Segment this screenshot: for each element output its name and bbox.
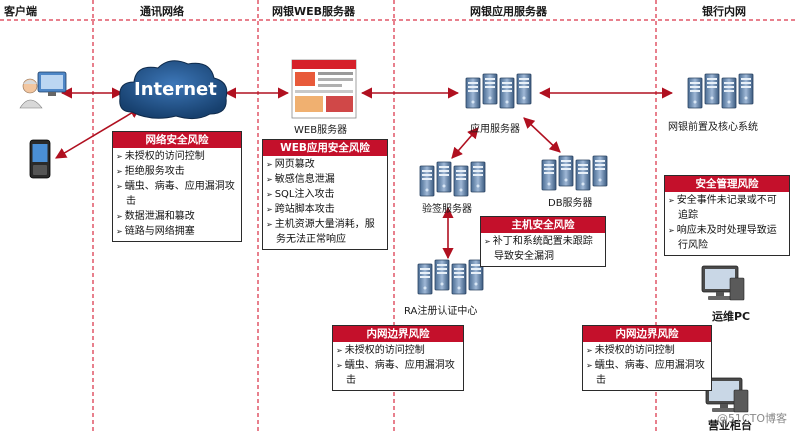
risk-item: 敏感信息泄漏: [266, 172, 384, 187]
risk-item: 响应未及时处理导致运行风险: [668, 223, 786, 253]
risk-item: 蠕虫、病毒、应用漏洞攻击: [336, 358, 460, 388]
risk-box-boundary-1: 内网边界风险 未授权的访问控制 蠕虫、病毒、应用漏洞攻击: [332, 325, 464, 391]
risk-title-network: 网络安全风险: [113, 132, 241, 148]
risk-item: 拒绝服务攻击: [116, 164, 238, 179]
app-server-label: 应用服务器: [470, 124, 520, 135]
core-system-label: 网银前置及核心系统: [668, 122, 758, 133]
risk-item: SQL注入攻击: [266, 187, 384, 202]
risk-item: 链路与网络拥塞: [116, 224, 238, 239]
teller-label: 营业柜台: [708, 419, 752, 432]
risk-item: 未授权的访问控制: [586, 343, 708, 358]
web-server-icon: [291, 59, 357, 119]
risk-item: 主机资源大量消耗，服务无法正常响应: [266, 217, 384, 247]
risk-title-boundary-1: 内网边界风险: [333, 326, 463, 342]
mobile-phone-icon: [29, 139, 51, 179]
risk-title-web: WEB应用安全风险: [263, 140, 387, 156]
column-title-client: 客户端: [4, 5, 37, 18]
core-system-icon: [687, 73, 754, 109]
internet-label: Internet: [134, 79, 217, 100]
risk-item: 蠕虫、病毒、应用漏洞攻击: [586, 358, 708, 388]
ops-pc-label: 运维PC: [712, 310, 751, 323]
risk-title-host: 主机安全风险: [481, 217, 605, 233]
connections: [55, 87, 674, 260]
ops-pc-icon: [701, 265, 745, 301]
risk-box-mgmt: 安全管理风险 安全事件未记录或不可追踪 响应未及时处理导致运行风险: [664, 175, 790, 256]
client-user-icon: [19, 71, 67, 109]
risk-item: 安全事件未记录或不可追踪: [668, 193, 786, 223]
ra-center-label: RA注册认证中心: [404, 306, 478, 317]
db-server-icon: [541, 155, 608, 191]
arrow-app-sign: [451, 127, 479, 159]
risk-item: 未授权的访问控制: [336, 343, 460, 358]
web-server-label: WEB服务器: [294, 125, 348, 136]
sign-server-label: 验签服务器: [422, 204, 472, 215]
risk-box-web: WEB应用安全风险 网页篡改 敏感信息泄漏 SQL注入攻击 跨站脚本攻击 主机资…: [262, 139, 388, 250]
column-title-network: 通讯网络: [140, 5, 184, 18]
ra-server-icon: [417, 259, 484, 295]
risk-item: 未授权的访问控制: [116, 149, 238, 164]
risk-title-mgmt: 安全管理风险: [665, 176, 789, 192]
arrow-app-db: [523, 117, 561, 153]
risk-box-boundary-2: 内网边界风险 未授权的访问控制 蠕虫、病毒、应用漏洞攻击: [582, 325, 712, 391]
risk-item: 补丁和系统配置未跟踪导致安全漏洞: [484, 234, 602, 264]
sign-server-icon: [419, 161, 486, 197]
risk-item: 跨站脚本攻击: [266, 202, 384, 217]
risk-item: 网页篡改: [266, 157, 384, 172]
column-title-app: 网银应用服务器: [470, 5, 547, 18]
app-server-icon: [465, 73, 532, 109]
column-title-bank: 银行内网: [702, 5, 746, 18]
arrow-phone-internet: [55, 107, 141, 159]
db-server-label: DB服务器: [548, 198, 593, 209]
risk-item: 数据泄漏和篡改: [116, 209, 238, 224]
risk-box-network: 网络安全风险 未授权的访问控制 拒绝服务攻击 蠕虫、病毒、应用漏洞攻击 数据泄漏…: [112, 131, 242, 242]
risk-title-boundary-2: 内网边界风险: [583, 326, 711, 342]
risk-item: 蠕虫、病毒、应用漏洞攻击: [116, 179, 238, 209]
watermark: @51CTO博客: [716, 412, 787, 425]
teller-pc-icon: [705, 377, 749, 413]
column-title-web: 网银WEB服务器: [272, 5, 356, 18]
internet-cloud-icon: [119, 60, 228, 120]
risk-box-host: 主机安全风险 补丁和系统配置未跟踪导致安全漏洞: [480, 216, 606, 267]
